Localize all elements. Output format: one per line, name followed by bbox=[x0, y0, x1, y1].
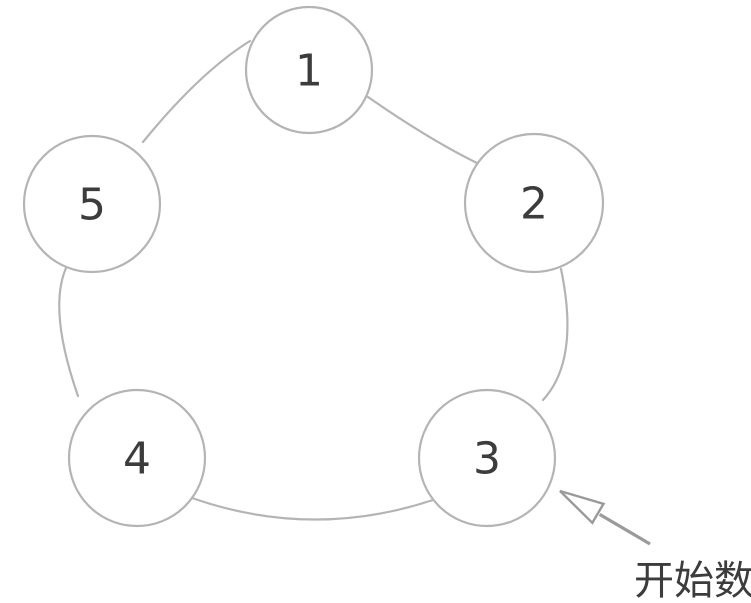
node-1-label: 1 bbox=[295, 46, 323, 97]
node-3[interactable]: 3 bbox=[417, 388, 557, 528]
node-5[interactable]: 5 bbox=[22, 134, 162, 274]
node-2-label: 2 bbox=[520, 179, 548, 230]
edge-5-to-1 bbox=[141, 39, 252, 144]
edge-1-to-2 bbox=[366, 95, 479, 165]
node-5-label: 5 bbox=[78, 180, 106, 231]
node-4-circle[interactable] bbox=[67, 388, 207, 528]
node-2[interactable]: 2 bbox=[463, 132, 605, 274]
edge-group bbox=[58, 39, 569, 521]
node-1[interactable]: 1 bbox=[244, 5, 374, 135]
start-pointer-arrow bbox=[559, 489, 651, 546]
node-4[interactable]: 4 bbox=[67, 388, 207, 528]
start-count-annotation: 开始数 bbox=[634, 558, 751, 603]
node-3-label: 3 bbox=[473, 434, 501, 485]
edge-3-to-4 bbox=[190, 496, 435, 521]
pointer-arrowhead-icon bbox=[559, 489, 606, 525]
node-2-circle[interactable] bbox=[463, 132, 605, 274]
node-4-label: 4 bbox=[123, 434, 151, 485]
node-1-circle[interactable] bbox=[244, 5, 374, 135]
node-5-circle[interactable] bbox=[22, 134, 162, 274]
edge-2-to-3 bbox=[541, 267, 569, 402]
node-group: 1 2 3 4 5 bbox=[22, 5, 605, 528]
node-3-circle[interactable] bbox=[417, 388, 557, 528]
edge-4-to-5 bbox=[58, 266, 80, 398]
pointer-shaft-line bbox=[598, 512, 651, 546]
